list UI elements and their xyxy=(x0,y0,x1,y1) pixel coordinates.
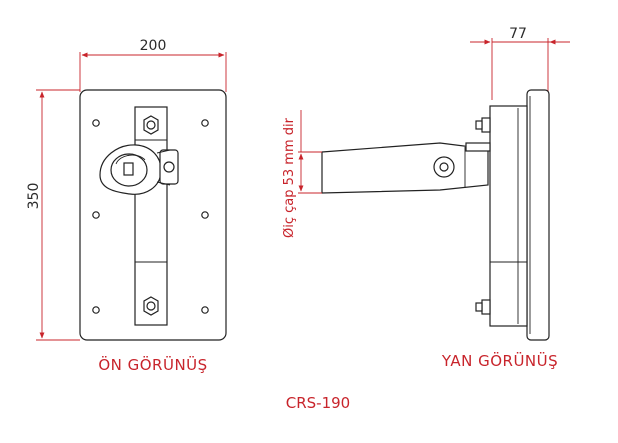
inner-diameter-note: Øiç çap 53 mm dir xyxy=(282,117,297,238)
side-vertical-bar xyxy=(489,105,528,327)
mounting-hole xyxy=(92,119,100,127)
side-view-label: YAN GÖRÜNÜŞ xyxy=(441,351,558,370)
pipe-arm xyxy=(321,142,491,194)
side-top-bolt xyxy=(475,117,491,133)
width-dimension-value: 200 xyxy=(140,38,167,54)
mounting-hole xyxy=(201,119,209,127)
side-view: 77 Øiç çap 53 mm dir xyxy=(282,26,570,370)
top-bolt xyxy=(143,115,159,135)
height-dimension-value: 350 xyxy=(26,183,42,210)
mounting-hole xyxy=(201,211,209,219)
mounting-hole xyxy=(201,306,209,314)
mounting-hole xyxy=(92,211,100,219)
part-code: CRS-190 xyxy=(286,394,350,412)
pipe-clamp xyxy=(99,144,179,195)
depth-dimension-value: 77 xyxy=(509,26,527,42)
front-vertical-bar xyxy=(134,106,168,326)
front-view: 200 350 xyxy=(26,38,227,374)
side-bottom-bolt xyxy=(475,299,491,315)
bottom-bolt xyxy=(143,296,159,316)
front-view-label: ÖN GÖRÜNÜŞ xyxy=(98,355,207,374)
mounting-holes xyxy=(92,119,209,314)
mounting-hole xyxy=(92,306,100,314)
